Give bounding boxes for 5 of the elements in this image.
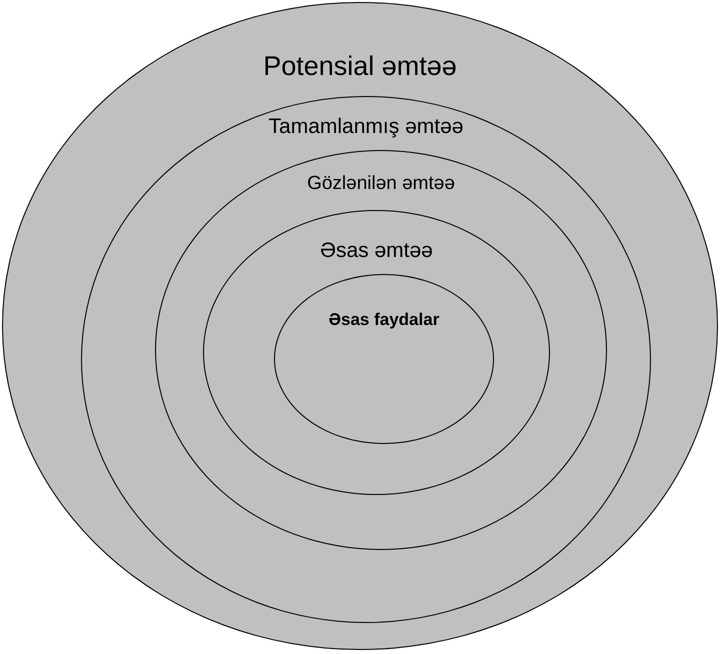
ring-label: Əsas əmtəə [320,239,433,263]
ring-label: Potensial əmtəə [263,51,457,82]
ring-label: Gözlənilən əmtəə [307,173,455,195]
ring-label: Əsas faydalar [328,309,440,330]
ring-label: Tamamlanmış əmtəə [268,115,464,139]
